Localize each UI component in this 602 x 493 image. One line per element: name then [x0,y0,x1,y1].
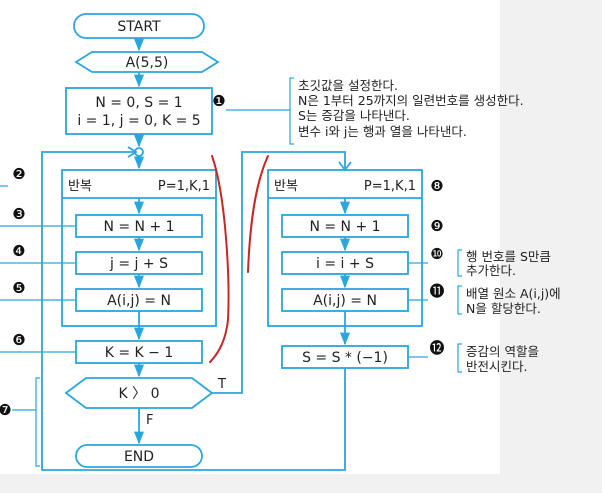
background-panel [500,0,602,493]
init-line2: i = 1, j = 0, K = 5 [77,113,200,129]
marker-2: ❷ [12,165,25,183]
input-hexagon [74,51,220,73]
marker-5: ❺ [12,279,25,297]
note1-line2: N은 1부터 25까지의 일련번호를 생성한다. [298,93,524,108]
note11-line1: 배열 원소 A(i,j)에 [466,286,561,301]
right-step3-label: A(i,j) = N [313,293,377,309]
note10-line1: 행 번호를 S만큼 [466,249,551,264]
annotation-arc-right [247,155,269,273]
note12-line2: 반전시킨다. [466,359,527,374]
note11-bracket [457,285,462,315]
marker-8: ❽ [430,177,443,195]
marker-6: ❻ [12,331,25,349]
marker-7: ❼ [0,401,12,419]
right-loop-title: 반복 [274,179,298,194]
connector-arrowhead [127,146,138,158]
end-label: END [124,449,154,465]
true-branch-connector [212,151,346,394]
init-line1: N = 0, S = 1 [95,95,182,111]
note12-line1: 증감의 역할을 [466,344,539,359]
right-loop-range: P=1,K,1 [364,179,416,194]
left-loop-range: P=1,K,1 [158,179,210,194]
left-step2-label: j = j + S [109,256,168,272]
right-step2-label: i = i + S [316,256,374,272]
note12-bracket [457,343,462,373]
right-after-label: S = S * (−1) [302,350,388,366]
marker7-bracket [35,377,40,467]
input-label: A(5,5) [126,55,169,71]
note10-bracket [457,249,462,277]
marker-3: ❸ [12,205,25,223]
note1-bracket [289,77,294,145]
left-loop-title: 반복 [68,179,92,194]
note1-line3: S는 증감을 나타낸다. [298,108,410,123]
left-step1-label: N = N + 1 [103,219,174,235]
marker-11: ⓫ [429,282,444,300]
note1-line4: 변수 i와 j는 행과 열을 나타낸다. [298,124,467,139]
marker-4: ❹ [12,242,25,260]
marker-9: ❾ [430,217,443,235]
note1-line1: 초깃값을 설정한다. [298,78,398,93]
right-step1-label: N = N + 1 [309,219,380,235]
false-branch-label: F [146,413,153,428]
return-loop-connector [41,151,346,471]
decision-label: K 〉 0 [119,386,160,402]
annotation-arc-left [209,155,230,363]
note10-line2: 추가한다. [466,263,516,278]
marker-1: ❶ [212,92,225,110]
background-strip [0,474,602,493]
marker-12: ⓬ [429,339,444,357]
note11-line2: N을 할당한다. [466,301,541,316]
left-after-label: K = K − 1 [105,345,174,361]
left-step3-label: A(i,j) = N [107,293,171,309]
start-label: START [117,19,161,35]
end-terminal [75,444,203,468]
marker-10: ❿ [430,245,443,263]
true-branch-label: T [217,377,226,392]
